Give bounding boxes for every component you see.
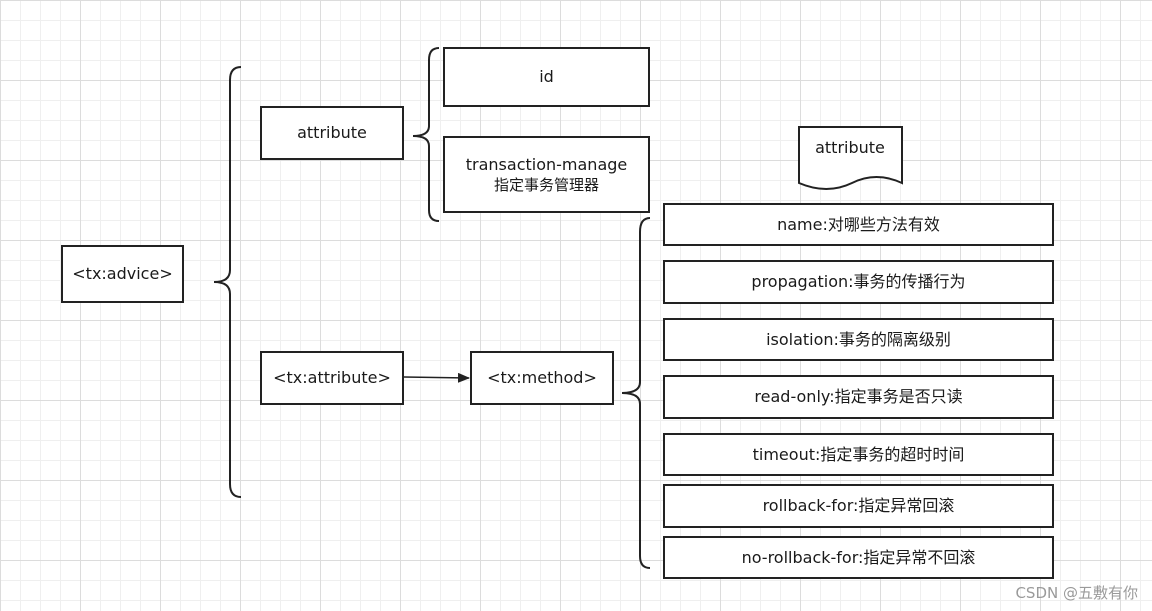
method-attr-label: read-only:指定事务是否只读: [754, 387, 963, 406]
attribute-document-shape: [798, 126, 903, 190]
method-attr-label: propagation:事务的传播行为: [751, 272, 966, 291]
method-attr-propagation: propagation:事务的传播行为: [663, 260, 1054, 304]
method-attr-no-rollback-for: no-rollback-for:指定异常不回滚: [663, 536, 1054, 579]
transaction-manager-label: transaction-manage: [465, 154, 628, 174]
tx-method-node: <tx:method>: [470, 351, 614, 405]
transaction-manager-description: 指定事务管理器: [493, 175, 599, 194]
method-brace: [621, 217, 651, 569]
tx-attribute-label: <tx:attribute>: [273, 368, 391, 387]
method-attr-read-only: read-only:指定事务是否只读: [663, 375, 1054, 419]
transaction-manager-node: transaction-manage 指定事务管理器: [443, 136, 650, 213]
method-attr-name: name:对哪些方法有效: [663, 203, 1054, 246]
method-attr-label: isolation:事务的隔离级别: [766, 329, 951, 349]
tx-advice-node: <tx:advice>: [61, 245, 184, 303]
method-attr-label: name:对哪些方法有效: [777, 214, 940, 234]
id-label: id: [539, 67, 554, 86]
watermark: CSDN @五敷有你: [1015, 584, 1138, 602]
transaction-manager-text: transaction-manage 指定事务管理器: [466, 155, 628, 195]
method-attr-timeout: timeout:指定事务的超时时间: [663, 433, 1054, 476]
method-attr-label: no-rollback-for:指定异常不回滚: [741, 547, 976, 567]
attribute-brace: [412, 47, 440, 222]
attribute-label: attribute: [297, 123, 367, 142]
attribute-to-method-arrow: [403, 372, 470, 383]
method-attr-label: rollback-for:指定异常回滚: [762, 496, 955, 515]
tx-method-label: <tx:method>: [487, 368, 597, 387]
tx-attribute-node: <tx:attribute>: [260, 351, 404, 405]
attribute-node: attribute: [260, 106, 404, 160]
id-node: id: [443, 47, 650, 107]
method-attr-label: timeout:指定事务的超时时间: [752, 444, 965, 464]
method-attr-isolation: isolation:事务的隔离级别: [663, 318, 1054, 361]
tx-advice-label: <tx:advice>: [72, 264, 173, 283]
advice-brace: [213, 66, 242, 498]
method-attr-rollback-for: rollback-for:指定异常回滚: [663, 484, 1054, 528]
method-attribute-doc-label: attribute: [815, 138, 885, 157]
